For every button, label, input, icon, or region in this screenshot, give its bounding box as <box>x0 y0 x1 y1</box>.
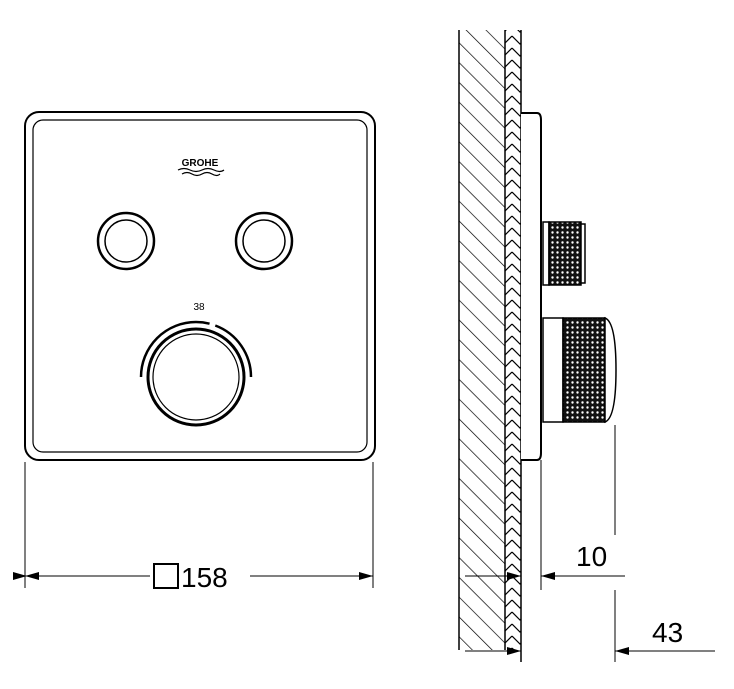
large-knob-side <box>542 316 617 424</box>
small-knob-side <box>542 221 586 286</box>
square-icon <box>153 563 179 589</box>
left-button <box>96 211 156 271</box>
dimension-43-label: 43 <box>652 617 683 648</box>
wall-section <box>459 30 505 650</box>
tile-layer <box>505 30 521 650</box>
plate-profile <box>521 112 542 461</box>
dimension-10-label: 10 <box>576 541 607 572</box>
right-button <box>234 211 294 271</box>
temperature-mark: 38 <box>193 302 205 313</box>
side-view <box>458 30 715 662</box>
width-dimension-label: 158 <box>181 562 228 593</box>
thermostat-knob <box>139 320 253 427</box>
cover-plate-outer <box>24 111 376 461</box>
front-view <box>13 111 376 589</box>
cover-plate-inner <box>32 119 368 453</box>
logo-waves-icon <box>177 167 225 177</box>
logo-text: GROHE <box>182 158 219 169</box>
